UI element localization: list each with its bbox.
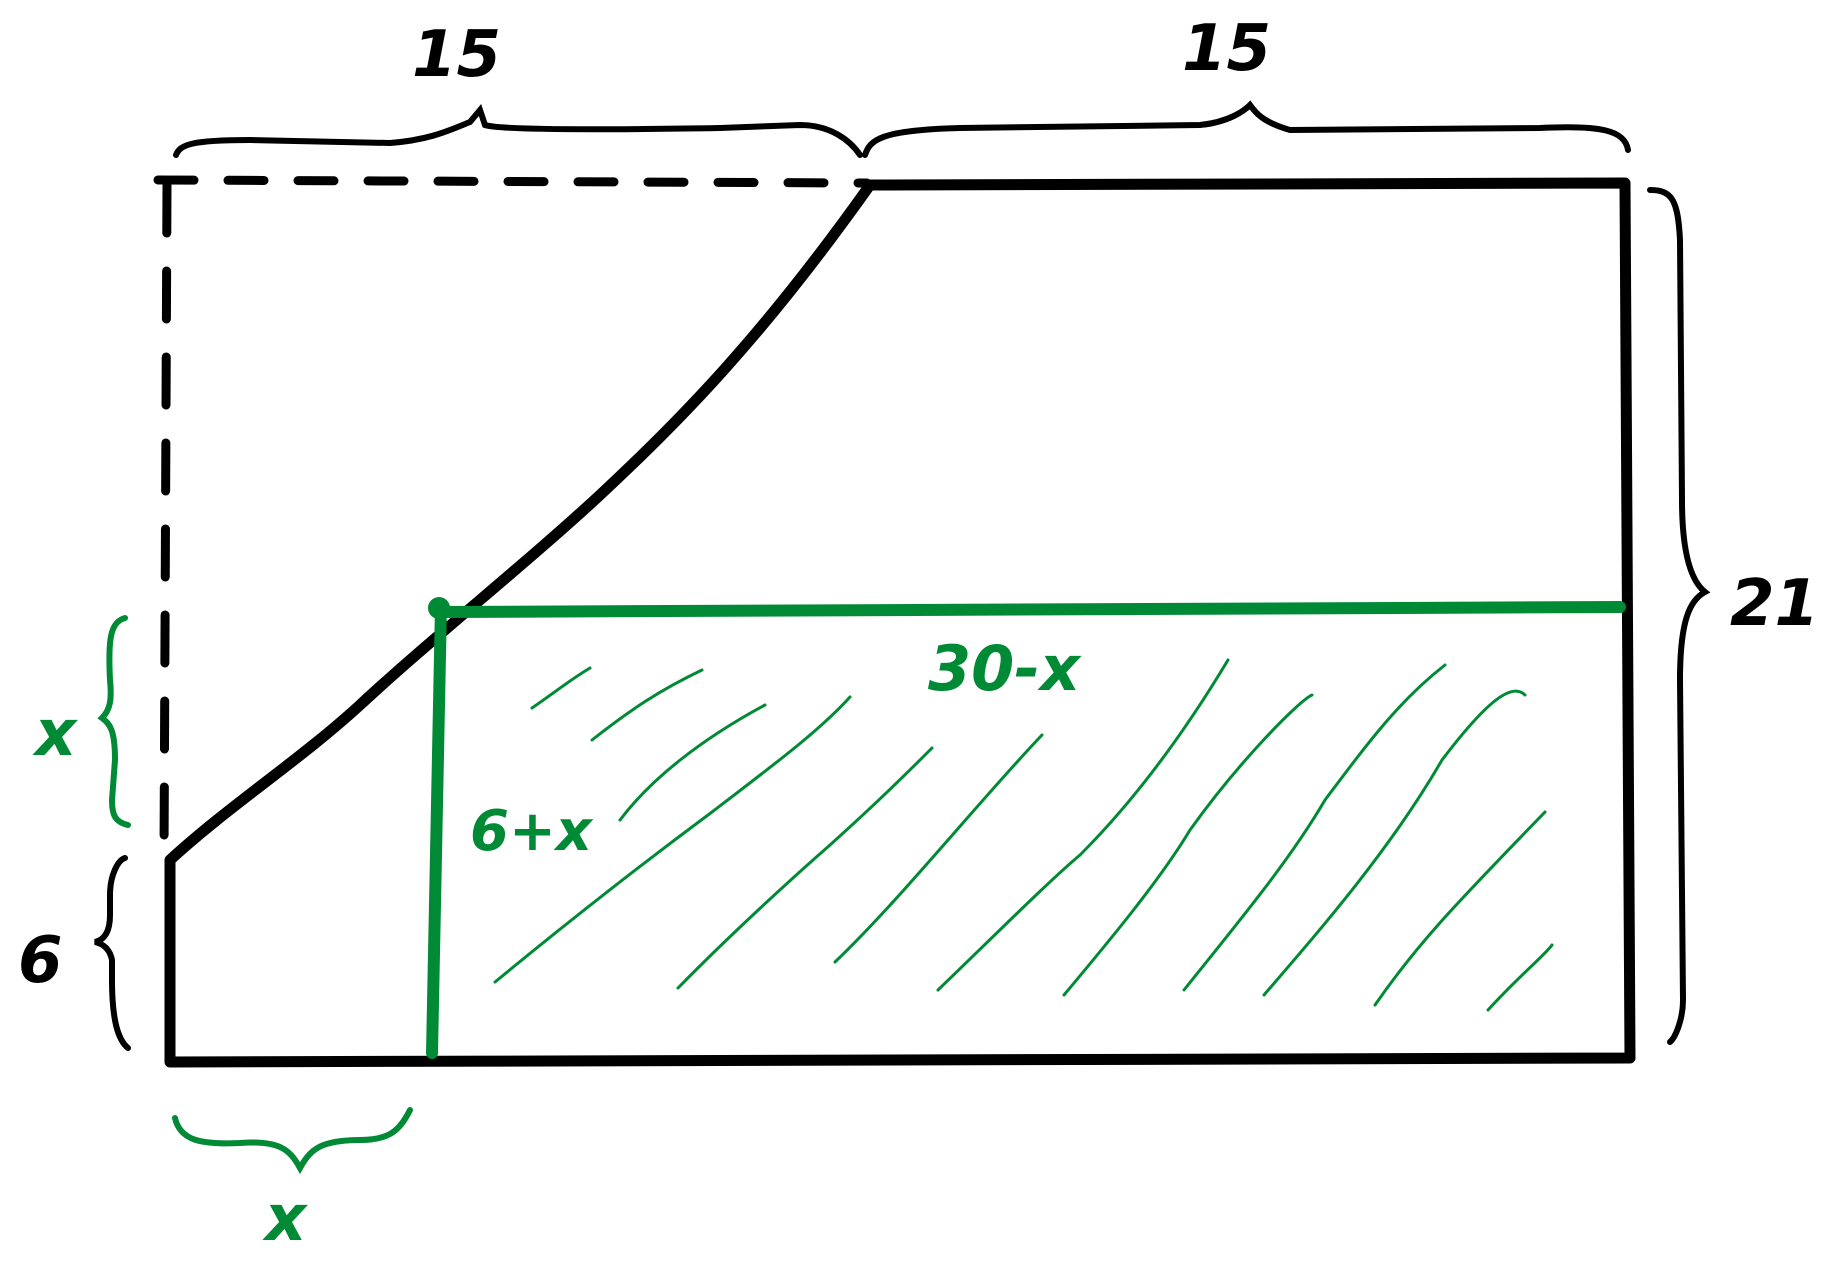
brace-top-left [173,103,863,158]
brace-right [1647,187,1711,1045]
brace-left-upper [97,615,131,828]
label-rectangle-width: 30-x [928,632,1082,705]
label-top-left-width: 15 [412,18,501,92]
inscribed-rectangle-highlight [426,599,1626,1059]
brace-left-lower [94,855,131,1051]
brace-bottom [172,1107,413,1175]
label-right-height: 21 [1730,567,1819,641]
label-top-right-width: 15 [1182,12,1271,86]
rectangle-hatching [493,658,1554,1012]
missing-corner-dashed [153,175,872,863]
label-rectangle-height: 6+x [470,799,594,864]
pentagon-outline [164,177,1636,1068]
braces-black [94,100,1711,1051]
braces-green [97,615,413,1175]
brace-top-right [862,100,1631,158]
label-bottom-width: x [262,1182,308,1256]
label-left-upper-height: x [32,697,78,771]
label-left-lower-height: 6 [18,924,63,998]
corner-point [428,597,450,619]
